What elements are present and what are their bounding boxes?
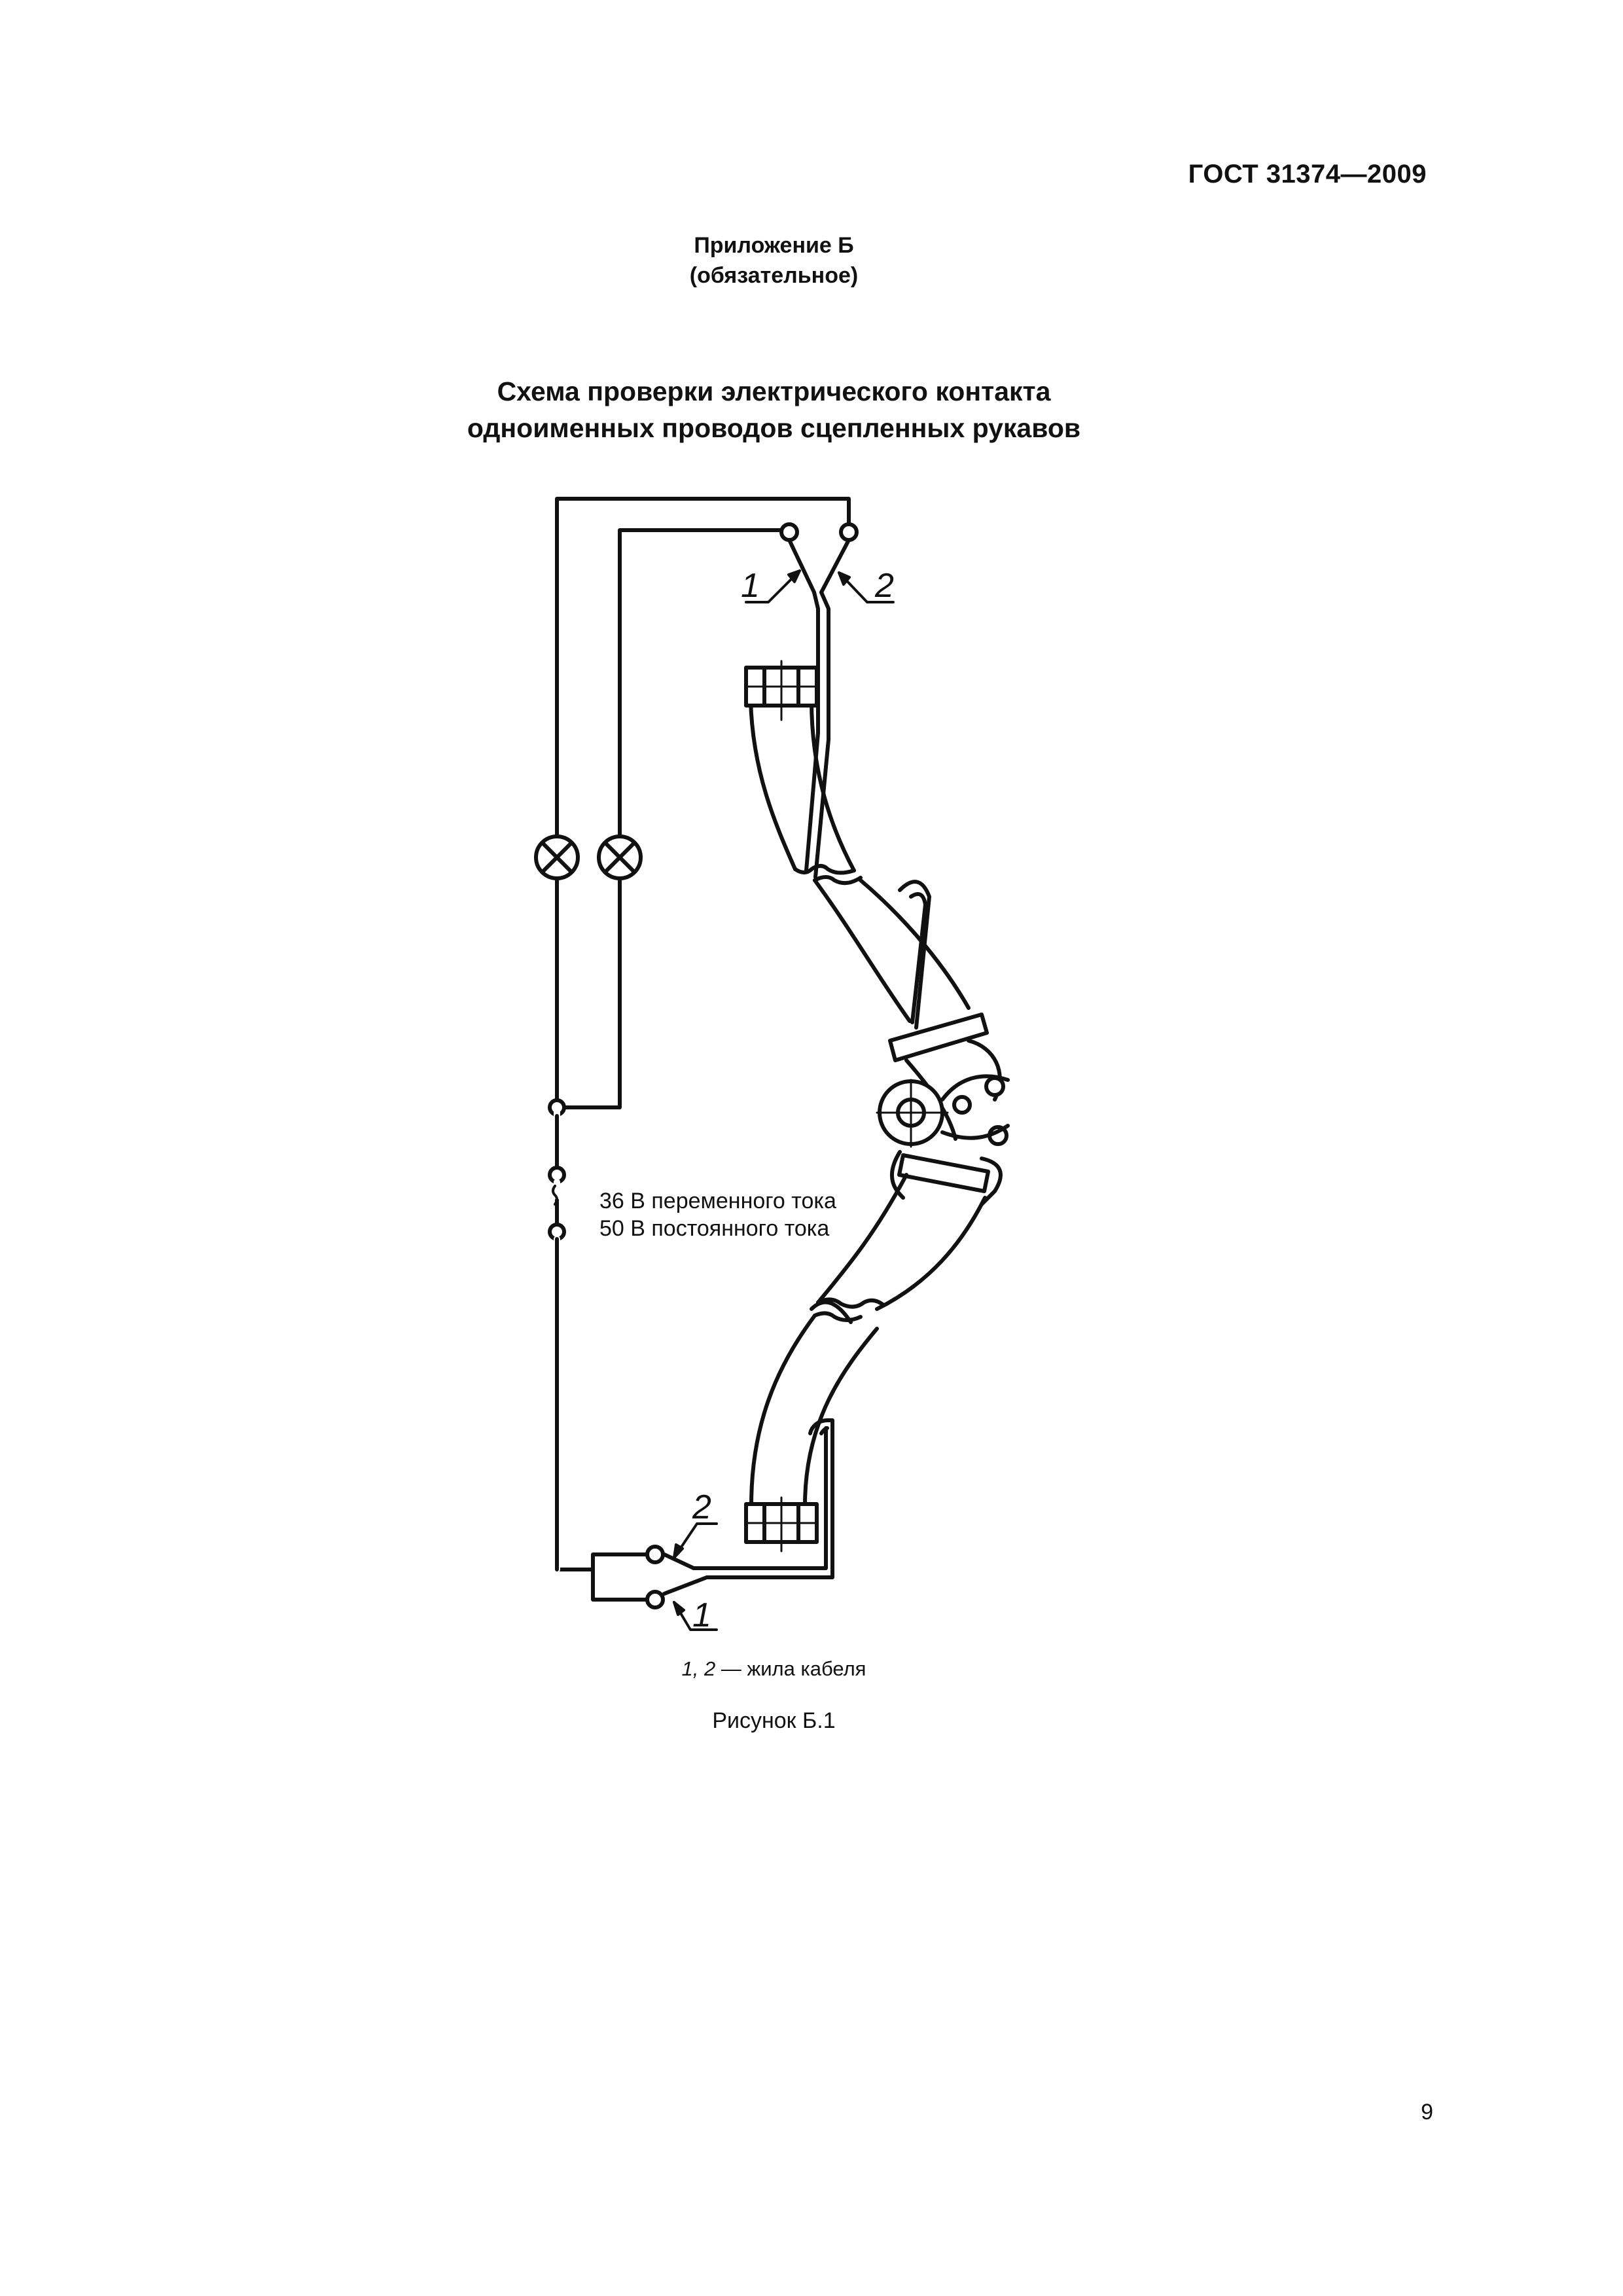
callout-leaders-bottom — [673, 1522, 718, 1631]
voltage-ac-label: 36 В переменного тока — [599, 1189, 836, 1213]
terminal-icon — [779, 522, 799, 542]
hose-lower — [749, 1173, 987, 1507]
page-number: 9 — [1421, 2100, 1433, 2125]
callout-leaders-top — [745, 569, 895, 603]
outer-wire — [555, 497, 851, 1571]
lamp-icon — [597, 834, 643, 880]
lamp-icon — [534, 834, 580, 880]
hose-coupling-icon — [876, 880, 1010, 1206]
legend-text: — жила кабеля — [715, 1657, 866, 1680]
legend-items: 1, 2 — [681, 1657, 716, 1680]
terminal-block — [591, 1552, 650, 1602]
cable-core-top — [787, 538, 851, 879]
power-source-icon — [548, 1104, 566, 1573]
hex-nut-icon — [744, 660, 819, 721]
terminal-icon — [645, 1545, 665, 1564]
callout-bottom-1: 1 — [692, 1596, 711, 1634]
figure-title-line-1: Схема проверки электрического контакта — [497, 376, 1051, 406]
inner-wire — [555, 528, 791, 1109]
cable-core-bottom — [662, 1418, 834, 1596]
annex-status: (обязательное) — [689, 263, 859, 288]
figure-title: Схема проверки электрического контакта о… — [0, 373, 1548, 446]
document-code: ГОСТ 31374—2009 — [1188, 160, 1427, 188]
figure-caption: Рисунок Б.1 — [712, 1708, 836, 1733]
figure-legend: 1, 2 — жила кабеля — [0, 1657, 1548, 1681]
voltage-dc-label: 50 В постоянного тока — [599, 1216, 829, 1241]
hex-nut-icon — [744, 1496, 819, 1552]
terminal-icon — [839, 522, 859, 542]
callout-top-1: 1 — [741, 567, 760, 605]
terminal-icon — [645, 1590, 665, 1609]
callout-bottom-2: 2 — [692, 1488, 711, 1526]
hose-upper — [749, 698, 971, 1023]
figure-title-line-2: одноименных проводов сцепленных рукавов — [467, 413, 1081, 443]
callout-top-2: 2 — [874, 567, 894, 605]
annex-title: Приложение Б — [694, 233, 854, 258]
